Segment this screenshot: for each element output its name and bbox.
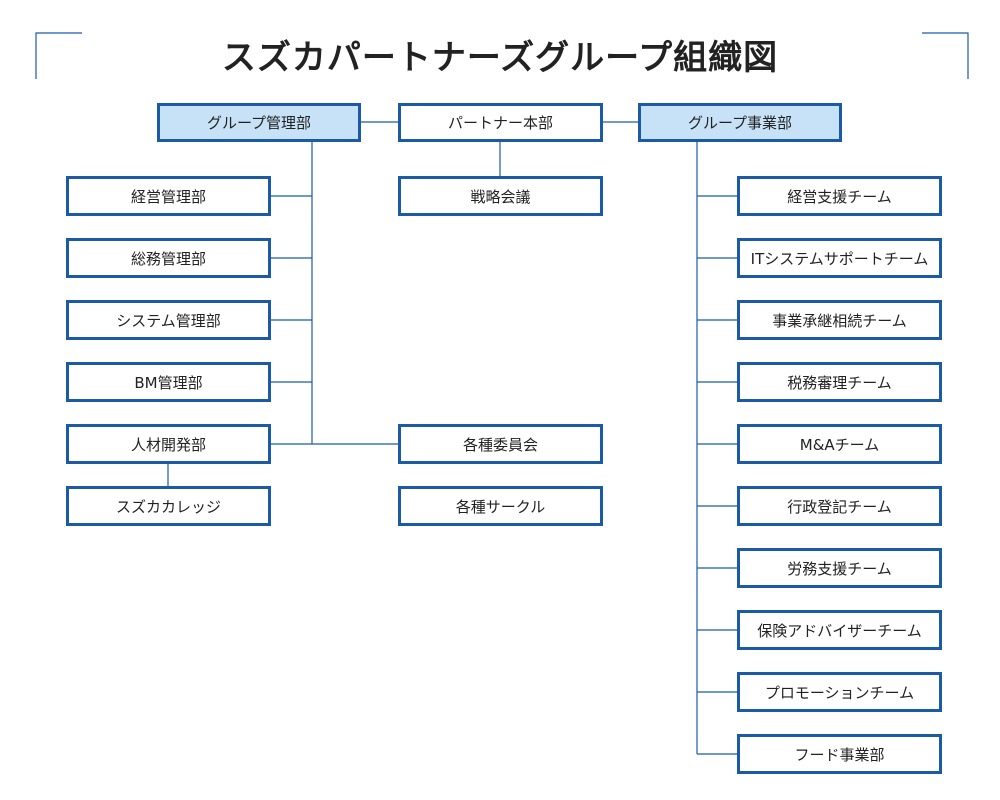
node-right-item-3: 事業承継相続チーム	[737, 300, 942, 340]
node-right-item-1: 経営支援チーム	[737, 176, 942, 216]
node-left-item-2: 総務管理部	[66, 238, 271, 278]
node-circles: 各種サークル	[398, 486, 603, 526]
node-left-sub-item: スズカカレッジ	[66, 486, 271, 526]
node-left-item-3: システム管理部	[66, 300, 271, 340]
node-group-business: グループ事業部	[638, 103, 842, 142]
node-right-item-8: 保険アドバイザーチーム	[737, 610, 942, 650]
node-left-item-5: 人材開発部	[66, 424, 271, 464]
corner-bracket-right	[922, 32, 969, 79]
node-group-management: グループ管理部	[157, 103, 361, 142]
node-right-item-4: 税務審理チーム	[737, 362, 942, 402]
node-strategy-meeting: 戦略会議	[398, 176, 603, 216]
node-right-item-10: フード事業部	[737, 734, 942, 774]
node-committees: 各種委員会	[398, 424, 603, 464]
node-right-item-5: M&Aチーム	[737, 424, 942, 464]
node-right-item-6: 行政登記チーム	[737, 486, 942, 526]
node-left-item-4: BM管理部	[66, 362, 271, 402]
chart-title: スズカパートナーズグループ組織図	[221, 38, 779, 78]
node-right-item-2: ITシステムサポートチーム	[737, 238, 942, 278]
corner-bracket-left	[35, 32, 82, 79]
node-right-item-9: プロモーションチーム	[737, 672, 942, 712]
node-right-item-7: 労務支援チーム	[737, 548, 942, 588]
node-partner-hq: パートナー本部	[398, 103, 603, 142]
node-left-item-1: 経営管理部	[66, 176, 271, 216]
